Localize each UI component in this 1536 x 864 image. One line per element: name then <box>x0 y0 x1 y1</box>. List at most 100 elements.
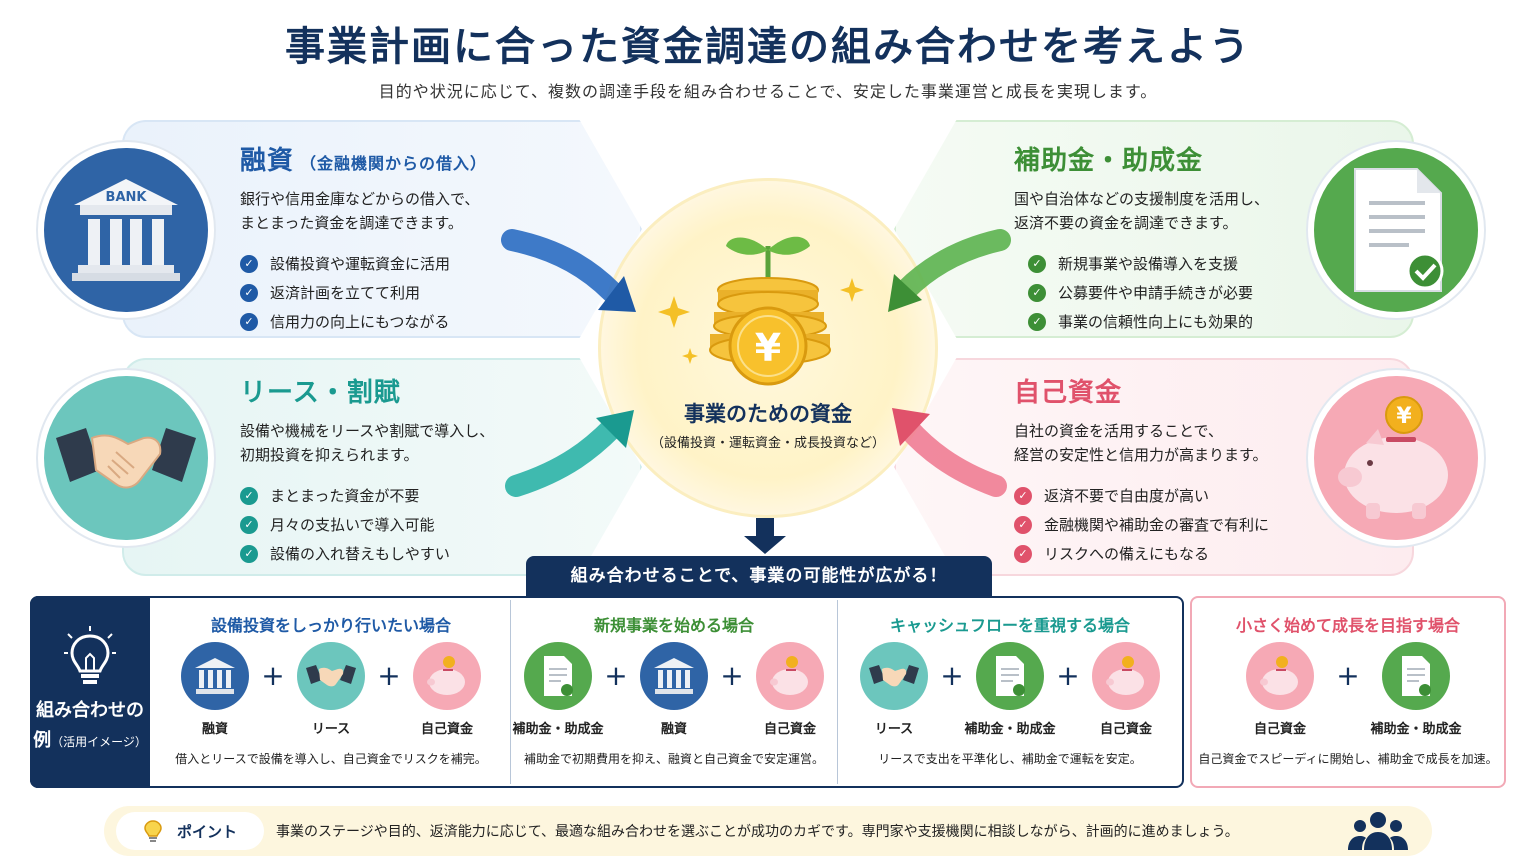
example-icons: 補助金・助成金 + 融資 + 自己資金 <box>511 642 837 737</box>
coin-yen-symbol: ¥ <box>1396 404 1412 429</box>
own-funds-title: 自己資金 <box>1014 378 1123 408</box>
example-part: 自己資金 <box>744 642 836 737</box>
list-item: ✓まとまった資金が不要 <box>240 481 494 510</box>
own-funds-section: 自己資金 自社の資金を活用することで、経営の安定性と信用力が高まります。 ✓返済… <box>1014 372 1269 568</box>
list-item: ✓設備投資や運転資金に活用 <box>240 249 487 278</box>
center-coin-yen: ¥ <box>755 326 781 370</box>
example-part: リース <box>848 642 940 737</box>
check-icon: ✓ <box>240 254 258 273</box>
lightbulb-icon <box>144 820 162 842</box>
example-card-2: 新規事業を始める場合 補助金・助成金 + 融資 + 自己資金 補助金で初期費用を… <box>511 598 837 786</box>
example-note: 借入とリースで設備を導入し、自己資金でリスクを補完。 <box>175 752 487 766</box>
example-title: 小さく始めて成長を目指す場合 <box>1235 616 1460 635</box>
point-label: ポイント <box>116 812 264 850</box>
page-title: 事業計画に合った資金調達の組み合わせを考えよう <box>285 24 1251 70</box>
loan-description: 銀行や信用金庫などからの借入で、まとまった資金を調達できます。 <box>240 190 480 232</box>
example-note: リースで支出を平準化し、補助金で運転を安定。 <box>878 752 1142 766</box>
check-icon: ✓ <box>240 544 258 563</box>
plus-icon: + <box>940 659 964 692</box>
check-icon: ✓ <box>1014 544 1032 563</box>
check-icon: ✓ <box>1028 312 1046 331</box>
plus-icon: + <box>1056 659 1080 692</box>
example-part: 融資 <box>628 642 720 737</box>
loan-section: 融資（金融機関からの借入） 銀行や信用金庫などからの借入で、まとまった資金を調達… <box>240 140 487 336</box>
example-card-3: キャッシュフローを重視する場合 リース + 補助金・助成金 + 自己資金 リース… <box>838 598 1182 786</box>
list-item: ✓設備の入れ替えもしやすい <box>240 539 494 568</box>
list-item: ✓金融機関や補助金の審査で有利に <box>1014 510 1269 539</box>
check-icon: ✓ <box>1014 515 1032 534</box>
example-icons: 融資 + リース + 自己資金 <box>152 642 510 737</box>
example-part: 自己資金 <box>1234 642 1326 737</box>
document-check-icon <box>524 642 592 710</box>
page-subtitle: 目的や状況に応じて、複数の調達手段を組み合わせることで、安定した事業運営と成長を… <box>378 82 1158 101</box>
example-icons: リース + 補助金・助成金 + 自己資金 <box>838 642 1182 737</box>
list-item: ✓返済計画を立てて利用 <box>240 278 487 307</box>
yen-coin-sprout-icon: ¥ <box>658 236 864 386</box>
subsidy-section: 補助金・助成金 国や自治体などの支援制度を活用し、返済不要の資金を調達できます。… <box>1014 140 1269 336</box>
lease-bullets: ✓まとまった資金が不要 ✓月々の支払いで導入可能 ✓設備の入れ替えもしやすい <box>240 481 494 568</box>
example-title: 設備投資をしっかり行いたい場合 <box>210 616 451 635</box>
piggy-bank-icon: ¥ <box>1308 370 1484 546</box>
examples-label-text: 組み合わせの例（活用イメージ） <box>33 700 147 751</box>
document-check-icon <box>1308 142 1484 318</box>
people-group-icon <box>1348 812 1408 850</box>
list-item: ✓新規事業や設備導入を支援 <box>1028 249 1269 278</box>
list-item: ✓月々の支払いで導入可能 <box>240 510 494 539</box>
document-check-icon <box>976 642 1044 710</box>
handshake-icon <box>38 370 214 546</box>
piggy-bank-icon <box>1092 642 1160 710</box>
bank-icon <box>181 642 249 710</box>
handshake-icon <box>860 642 928 710</box>
piggy-bank-icon <box>756 642 824 710</box>
point-bar: ポイント 事業のステージや目的、返済能力に応じて、最適な組み合わせを選ぶことが成… <box>104 806 1432 856</box>
list-item: ✓リスクへの備えにもなる <box>1014 539 1269 568</box>
center-title: 事業のための資金 <box>684 402 852 426</box>
example-part: 補助金・助成金 <box>964 642 1056 737</box>
example-part: 融資 <box>169 642 261 737</box>
check-icon: ✓ <box>240 486 258 505</box>
bank-icon-label: BANK <box>106 190 148 205</box>
example-part: 自己資金 <box>401 642 493 737</box>
example-icons: 自己資金 + 補助金・助成金 <box>1192 642 1504 737</box>
piggy-bank-icon <box>413 642 481 710</box>
example-part: 自己資金 <box>1080 642 1172 737</box>
document-check-icon <box>1382 642 1450 710</box>
example-card-1: 設備投資をしっかり行いたい場合 融資 + リース + 自己資金 借入とリースで設… <box>152 598 510 786</box>
bank-icon: BANK <box>38 142 214 318</box>
example-card-4: 小さく始めて成長を目指す場合 自己資金 + 補助金・助成金 自己資金でスピーディ… <box>1192 598 1504 786</box>
examples-label: 組み合わせの例（活用イメージ） <box>30 596 150 788</box>
subsidy-bullets: ✓新規事業や設備導入を支援 ✓公募要件や申請手続きが必要 ✓事業の信頼性向上にも… <box>1028 249 1269 336</box>
check-icon: ✓ <box>240 283 258 302</box>
center-subtitle: （設備投資・運転資金・成長投資など） <box>650 436 885 451</box>
example-title: キャッシュフローを重視する場合 <box>889 616 1130 635</box>
own-funds-description: 自社の資金を活用することで、経営の安定性と信用力が高まります。 <box>1014 422 1268 464</box>
example-part: リース <box>285 642 377 737</box>
example-part: 補助金・助成金 <box>1370 642 1462 737</box>
loan-title-note: （金融機関からの借入） <box>300 154 488 173</box>
plus-icon: + <box>1336 659 1360 692</box>
bank-icon <box>640 642 708 710</box>
plus-icon: + <box>261 659 285 692</box>
example-title: 新規事業を始める場合 <box>593 616 754 635</box>
list-item: ✓返済不要で自由度が高い <box>1014 481 1269 510</box>
list-item: ✓信用力の向上にもつながる <box>240 307 487 336</box>
combination-banner: 組み合わせることで、事業の可能性が広がる！ <box>526 556 992 596</box>
loan-bullets: ✓設備投資や運転資金に活用 ✓返済計画を立てて利用 ✓信用力の向上にもつながる <box>240 249 487 336</box>
subsidy-description: 国や自治体などの支援制度を活用し、返済不要の資金を調達できます。 <box>1014 190 1270 232</box>
check-icon: ✓ <box>1028 254 1046 273</box>
divider <box>510 600 511 784</box>
lease-section: リース・割賦 設備や機械をリースや割賦で導入し、初期投資を抑えられます。 ✓まと… <box>240 372 494 568</box>
plus-icon: + <box>720 659 744 692</box>
check-icon: ✓ <box>1028 283 1046 302</box>
lightbulb-icon <box>64 626 116 684</box>
divider <box>837 600 838 784</box>
own-funds-bullets: ✓返済不要で自由度が高い ✓金融機関や補助金の審査で有利に ✓リスクへの備えにも… <box>1014 481 1269 568</box>
lease-title: リース・割賦 <box>240 378 401 408</box>
list-item: ✓事業の信頼性向上にも効果的 <box>1028 307 1269 336</box>
example-card-4-frame <box>1190 596 1506 788</box>
plus-icon: + <box>604 659 628 692</box>
plus-icon: + <box>377 659 401 692</box>
check-icon: ✓ <box>1014 486 1032 505</box>
example-note: 自己資金でスピーディに開始し、補助金で成長を加速。 <box>1198 752 1498 766</box>
